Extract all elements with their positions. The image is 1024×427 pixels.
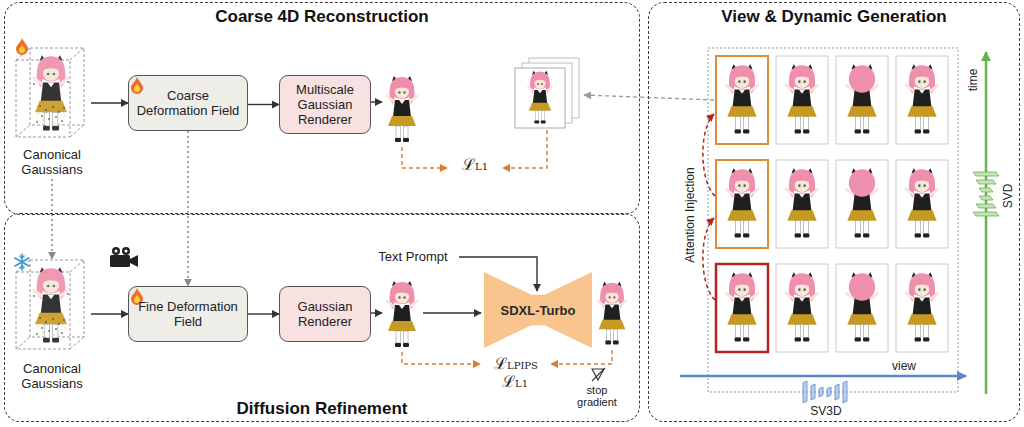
sv3d-icon <box>803 381 847 403</box>
stage-panel: View & Dynamic Generation <box>648 2 1020 422</box>
node-label: SDXL-Turbo <box>501 303 576 318</box>
node-label: Gaussian Renderer <box>286 299 364 329</box>
panel-title: Coarse 4D Reconstruction <box>5 7 639 27</box>
refined-figure <box>598 282 627 345</box>
model-label: SVD <box>1001 178 1015 214</box>
process-box: Gaussian Renderer <box>279 286 371 342</box>
render-arrows <box>370 102 537 313</box>
axis-label: Attention Injection <box>683 150 697 280</box>
panel-title: Diffusion Refinement <box>5 399 639 419</box>
gaussian-cube <box>16 260 84 349</box>
gaussian-set: Canonical Gaussians <box>13 49 91 179</box>
frozen-snowflake <box>15 254 29 270</box>
axis-label: time <box>966 60 980 100</box>
generation-grid <box>708 48 958 392</box>
model-label: SV3D <box>800 404 852 418</box>
process-box: Multiscale Gaussian Renderer <box>279 75 371 134</box>
flow-arrow <box>248 313 279 314</box>
loss-term: ℒLPIPS <box>484 355 548 375</box>
note-text: stop gradient <box>566 384 628 408</box>
stage-panel: Diffusion Refinement Canonical Gaussians F… <box>4 213 640 422</box>
loss-brackets <box>402 130 612 364</box>
arrow <box>370 101 382 102</box>
panel-title: View & Dynamic Generation <box>649 7 1019 27</box>
gaussian-cube <box>16 48 84 137</box>
canonical-gaussians-cube <box>16 48 84 349</box>
init-arrow <box>187 131 189 286</box>
trainable-flame <box>16 38 143 305</box>
node-label: Coarse Deformation Field <box>135 88 241 118</box>
node-label: Fine Deformation Field <box>135 299 241 329</box>
arrow <box>370 312 382 313</box>
camera-icon <box>110 247 138 267</box>
rendered-figure <box>387 281 417 347</box>
stage-panel: Coarse 4D ReconstructionCanonical Gaussi… <box>4 2 640 215</box>
flow-arrow <box>91 102 128 103</box>
input-label: Text Prompt <box>368 249 458 264</box>
time-axis <box>985 52 988 394</box>
arrow <box>423 312 481 313</box>
loss-term: ℒL1 <box>490 373 540 393</box>
node-label: Multiscale Gaussian Renderer <box>286 82 364 127</box>
process-box: Fine Deformation Field <box>128 286 248 342</box>
loss-term: ℒL1 <box>450 156 500 176</box>
stop-gradient-symbol <box>592 368 605 381</box>
bowtie-shape <box>484 272 592 348</box>
svd-icon <box>973 172 999 216</box>
view-axis <box>680 375 966 378</box>
flow-arrow <box>91 313 128 314</box>
rendered-figure <box>387 76 417 142</box>
process-box: Coarse Deformation Field <box>128 75 248 131</box>
image-stack <box>515 58 579 128</box>
supervision-arrow <box>584 95 714 100</box>
attention-arrows <box>703 114 715 300</box>
diffusion-model: SDXL-Turbo <box>484 272 592 348</box>
axis-label: view <box>882 359 926 373</box>
node-label: Canonical Gaussians <box>13 361 91 391</box>
node-label: Canonical Gaussians <box>13 147 91 177</box>
gaussian-set: Canonical Gaussians <box>13 259 91 393</box>
init-arrow <box>51 179 53 259</box>
flow-arrow <box>248 104 279 105</box>
